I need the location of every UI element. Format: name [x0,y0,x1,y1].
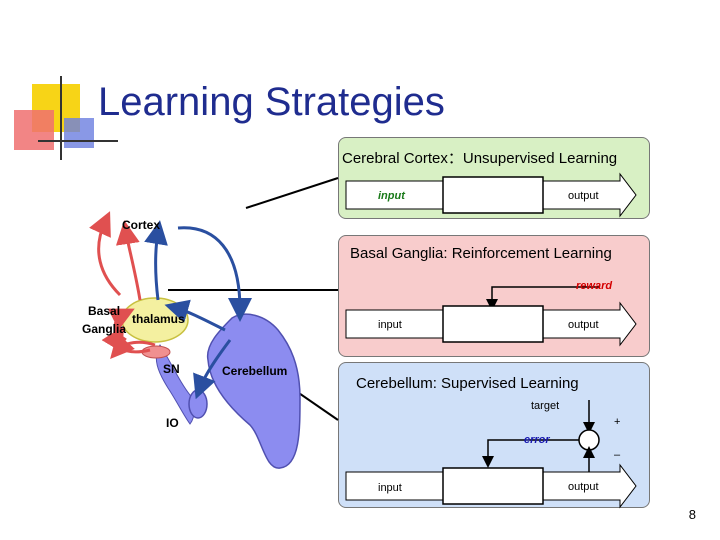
brain-label-sn: SN [163,362,180,376]
reward-line [486,286,600,311]
bg-output-label: output [568,319,599,331]
connector-cortex [245,177,339,209]
decor-vertical-line [60,76,62,160]
blue-arrow-io [193,339,232,400]
brain-label-thalamus: thalamus [132,312,185,326]
cortex-input-label: input [378,190,405,202]
error-loop [482,439,579,468]
io-shape [188,389,208,419]
cerebellum-panel-title: Cerebellum: Supervised Learning [356,375,579,392]
red-arrow-thalamus-cortex [115,220,142,301]
cerebellum-shape [206,313,301,469]
blue-arrow-thalamus-cortex [144,220,168,301]
brain-label-basal-line1: Basal [88,304,121,318]
reward-label: reward [576,280,613,292]
red-arrow-cortex-bg [89,211,122,297]
comparator [578,429,600,451]
error-label: error [524,434,550,446]
brainstem-shape [155,344,195,425]
brain-label-basal-line2: Ganglia [82,322,127,336]
minus-label: – [614,449,621,461]
slide-title: Learning Strategies [98,80,445,124]
cb-input-label: input [378,482,402,494]
cb-box [442,467,544,505]
brain-label-io: IO [166,416,179,430]
brain-label-cerebellum: Cerebellum [222,364,288,378]
blue-arrow-cortex-cerebellum [177,226,252,322]
brain-label-cortex: Cortex [122,218,161,232]
cortex-panel-title: Cerebral Cortex：Unsupervised Learning [342,150,618,167]
blue-arrow-cerebellum-thalamus [164,299,226,332]
basal-ganglia-panel-title: Basal Ganglia: Reinforcement Learning [350,245,612,262]
bg-input-label: input [378,319,402,331]
cortex-box [442,176,544,214]
plus-label: + [614,416,621,428]
target-label: target [531,400,560,412]
decor-horizontal-line [38,140,118,142]
cortex-output-label: output [568,190,599,202]
decor-square-blue [64,118,94,148]
page-number: 8 [688,507,696,522]
decor-square-red [14,110,54,150]
bg-box [442,305,544,343]
red-arrow-bg-loop3 [110,333,156,360]
cb-output-label: output [568,481,599,493]
